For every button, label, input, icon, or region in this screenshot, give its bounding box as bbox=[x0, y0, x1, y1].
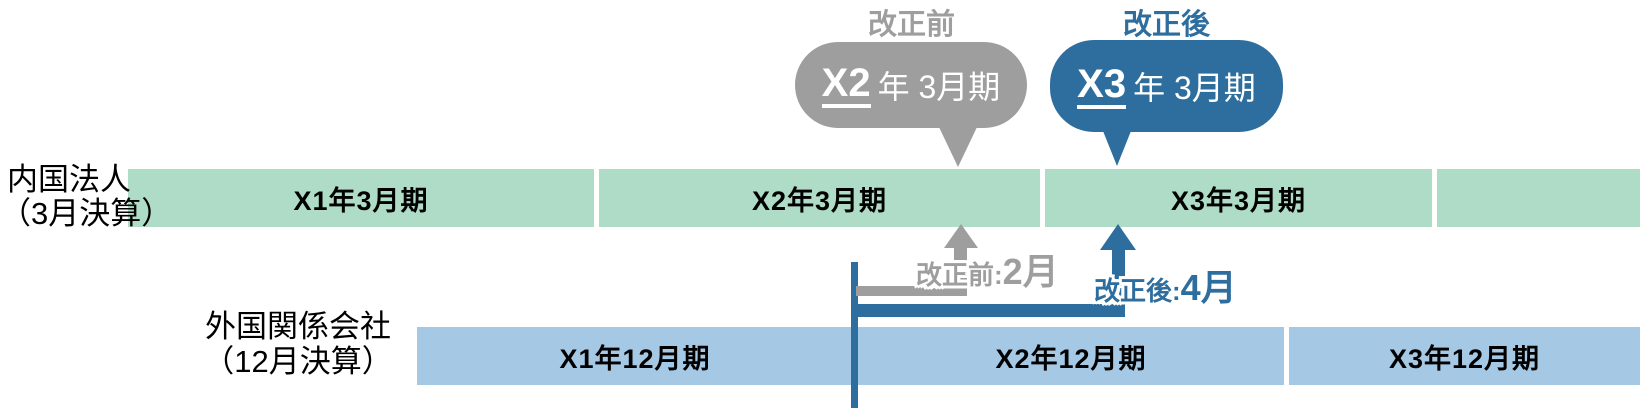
foreign-company-label: 外国関係会社 （12月決算） bbox=[178, 309, 418, 379]
timeline-segment: X3年12月期 bbox=[1289, 327, 1640, 385]
bubble-year-label: X2 bbox=[821, 63, 871, 108]
segment-label: X1年12月期 bbox=[559, 343, 711, 374]
domestic-corporation-label-line2: （3月決算） bbox=[0, 196, 173, 231]
domestic-corporation-label: 内国法人 （3月決算） bbox=[0, 162, 173, 231]
foreign-company-label-line2: （12月決算） bbox=[203, 344, 393, 379]
timeline-segment: X2年3月期 bbox=[599, 169, 1040, 227]
after-connector-horizontal bbox=[853, 304, 1125, 317]
after-up-arrow-icon bbox=[1100, 224, 1136, 250]
foreign-company-label-line1: 外国関係会社 bbox=[205, 309, 391, 344]
segment-label: X3年12月期 bbox=[1388, 343, 1541, 374]
timeline-segment: X1年3月期 bbox=[128, 169, 594, 227]
after-annotation: 改正後:4月 bbox=[1094, 259, 1237, 311]
timeline-segment: X2年12月期 bbox=[858, 327, 1284, 385]
timeline-segment bbox=[1437, 169, 1640, 227]
after-bubble-tail-icon bbox=[1101, 126, 1133, 166]
segment-label: X1年3月期 bbox=[293, 185, 429, 216]
before-amendment-title: 改正前 bbox=[867, 9, 955, 41]
before-connector-horizontal bbox=[856, 286, 967, 296]
after-amendment-title: 改正後 bbox=[1122, 9, 1210, 41]
annotation-prefix: 改正前: bbox=[916, 260, 1003, 290]
bubble-year-label: X3 bbox=[1077, 64, 1127, 109]
annotation-value: 2月 bbox=[1002, 251, 1059, 292]
timeline-segment: X1年12月期 bbox=[417, 327, 853, 385]
before-connector-vertical bbox=[954, 244, 967, 290]
fiscal-year-end-line bbox=[851, 262, 858, 408]
before-annotation: 改正前:2月 bbox=[916, 243, 1059, 295]
timeline-segment: X3年3月期 bbox=[1045, 169, 1432, 227]
segment-label: X3年3月期 bbox=[1170, 185, 1307, 216]
after-connector-vertical bbox=[1112, 250, 1125, 308]
domestic-corporation-label-line1: 内国法人 bbox=[7, 162, 131, 197]
before-up-arrow-icon bbox=[944, 224, 978, 248]
before-bubble-tail-icon bbox=[938, 125, 978, 167]
segment-label: X2年12月期 bbox=[995, 343, 1147, 374]
annotation-value: 4月 bbox=[1180, 267, 1237, 308]
segment-label: X2年3月期 bbox=[751, 185, 888, 216]
bubble-period-label: 年 3月期 bbox=[877, 69, 1001, 105]
bubble-period-label: 年 3月期 bbox=[1133, 70, 1256, 106]
annotation-prefix: 改正後: bbox=[1094, 276, 1181, 306]
